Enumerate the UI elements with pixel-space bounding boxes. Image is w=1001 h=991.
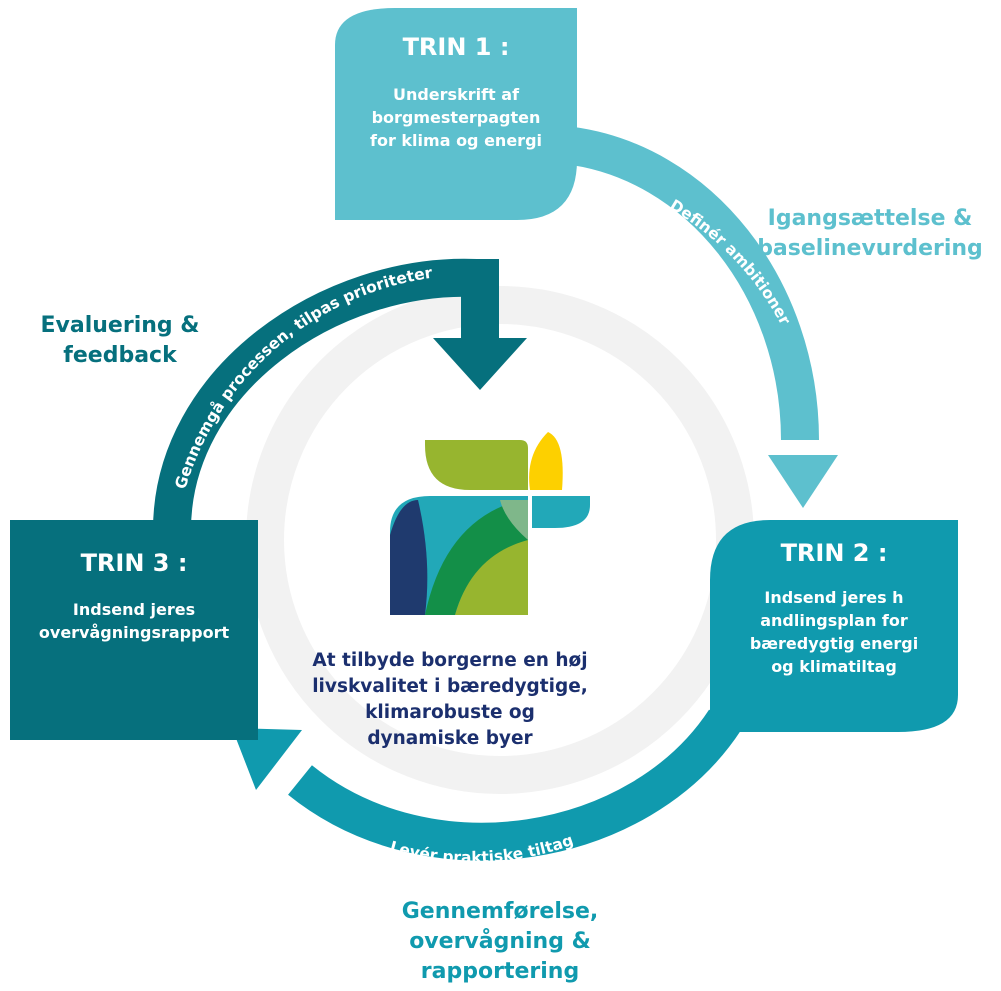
step1-title: TRIN 1 :: [402, 33, 510, 61]
step3-description: Indsend jeres overvågningsrapport: [38, 600, 230, 642]
stage-label-initiation: Igangsættelse & baselinevurdering: [757, 206, 983, 261]
step3-leaf: [10, 520, 258, 740]
covenant-of-mayors-leaf-icon: [390, 432, 590, 615]
step1-leaf: [335, 8, 577, 220]
stage-label-implementation: Gennemførelse, overvågning & rapporterin…: [401, 899, 599, 984]
arrow-deliver-actions: [232, 709, 741, 861]
step1-description: Underskrift af borgmesterpagten for klim…: [370, 85, 542, 150]
stage-label-evaluation: Evaluering & feedback: [40, 313, 200, 368]
arrow-define-ambitions: [562, 126, 838, 508]
arrow-review-process: [153, 258, 527, 531]
step2-title: TRIN 2 :: [780, 539, 888, 567]
step2-description: Indsend jeres h andlingsplan for bæredyg…: [749, 588, 919, 676]
step3-title: TRIN 3 :: [80, 549, 188, 577]
step2-leaf: [710, 520, 958, 732]
mission-statement: At tilbyde borgerne en høj livskvalitet …: [312, 650, 588, 749]
